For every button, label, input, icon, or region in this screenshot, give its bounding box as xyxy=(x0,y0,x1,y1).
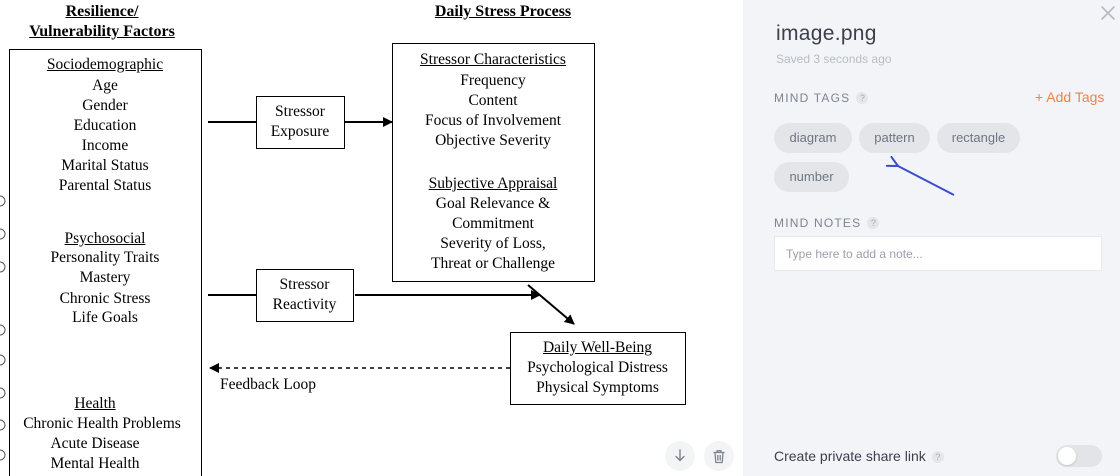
toggle-knob xyxy=(1058,447,1076,465)
socio-item: Income xyxy=(81,137,129,154)
stressor-reactivity-box: Stressor Reactivity xyxy=(256,269,354,322)
tag-chip[interactable]: rectangle xyxy=(937,123,1020,153)
tag-chip[interactable]: number xyxy=(774,162,849,192)
wellbeing-item: Psychological Distress xyxy=(527,359,668,376)
characteristics-item: Focus of Involvement xyxy=(424,112,562,129)
health-heading: Health xyxy=(74,395,116,412)
socio-item: Age xyxy=(92,77,118,94)
stressor-characteristics-box: Stressor Characteristics Frequency Conte… xyxy=(392,43,595,282)
share-link-label: Create private share link? xyxy=(774,448,944,464)
arrow-to-wellbeing xyxy=(527,284,575,325)
add-tags-button[interactable]: + Add Tags xyxy=(1035,89,1105,105)
psycho-heading: Psychosocial xyxy=(64,230,146,247)
psycho-item: Life Goals xyxy=(72,309,138,326)
daily-wellbeing-box: Daily Well-Being Psychological Distress … xyxy=(510,332,686,405)
socio-item: Gender xyxy=(82,97,128,114)
health-item: Acute Disease xyxy=(50,435,140,452)
help-icon[interactable]: ? xyxy=(931,451,944,463)
socio-heading: Sociodemographic xyxy=(46,56,164,73)
download-arrow-icon xyxy=(675,449,685,462)
feedback-loop-label: Feedback Loop xyxy=(220,376,316,393)
tag-chip[interactable]: pattern xyxy=(859,123,930,153)
health-item: Chronic Health Problems xyxy=(23,415,181,432)
image-preview: Resilience/ Vulnerability Factors Daily … xyxy=(0,2,734,476)
download-button[interactable] xyxy=(665,441,695,471)
psycho-item: Personality Traits xyxy=(50,249,160,266)
mind-tags-label: MIND TAGS? xyxy=(774,91,869,105)
share-link-text: Create private share link xyxy=(774,448,926,464)
wellbeing-heading: Daily Well-Being xyxy=(542,339,653,356)
appraisal-item: Threat or Challenge xyxy=(431,255,555,272)
appraisal-heading: Subjective Appraisal xyxy=(428,175,558,192)
stressor-exposure-box: Stressor Exposure xyxy=(256,96,345,149)
mind-notes-text: MIND NOTES xyxy=(774,216,862,230)
details-panel: image.png Saved 3 seconds ago MIND TAGS?… xyxy=(743,0,1120,476)
center-column-title: Daily Stress Process xyxy=(434,3,572,20)
left-column-title: Resilience/ Vulnerability Factors xyxy=(10,2,194,42)
mind-notes-input[interactable] xyxy=(774,236,1102,271)
wellbeing-item: Physical Symptoms xyxy=(536,379,659,396)
reactivity-line-2: Reactivity xyxy=(272,296,337,313)
mind-tags-text: MIND TAGS xyxy=(774,91,851,105)
file-title[interactable]: image.png xyxy=(776,22,877,45)
close-icon[interactable] xyxy=(1099,4,1117,22)
tag-chip[interactable]: diagram xyxy=(774,123,852,153)
appraisal-item: Goal Relevance & xyxy=(435,195,551,212)
characteristics-item: Objective Severity xyxy=(435,132,551,149)
exposure-line-1: Stressor xyxy=(275,103,325,120)
appraisal-item: Severity of Loss, xyxy=(440,235,546,252)
socio-item: Parental Status xyxy=(58,177,152,194)
help-icon[interactable]: ? xyxy=(856,92,869,104)
mind-notes-label: MIND NOTES? xyxy=(774,216,880,230)
save-status: Saved 3 seconds ago xyxy=(776,52,892,66)
exposure-line-2: Exposure xyxy=(270,123,330,140)
share-link-toggle[interactable] xyxy=(1056,445,1102,467)
socio-item: Education xyxy=(73,117,137,134)
diagram-connectors xyxy=(0,117,575,461)
reactivity-line-1: Stressor xyxy=(279,276,330,293)
health-item: Mental Health xyxy=(50,455,140,472)
characteristics-item: Frequency xyxy=(460,72,526,89)
characteristics-item: Content xyxy=(468,92,518,109)
psycho-item: Chronic Stress xyxy=(59,290,151,307)
delete-button[interactable] xyxy=(704,441,734,471)
help-icon[interactable]: ? xyxy=(867,217,880,229)
trash-icon xyxy=(713,449,725,463)
left-title-line-2: Vulnerability Factors xyxy=(29,23,175,40)
socio-item: Marital Status xyxy=(61,157,149,174)
appraisal-item: Commitment xyxy=(452,215,534,232)
left-edge-marks xyxy=(0,195,6,461)
characteristics-heading: Stressor Characteristics xyxy=(420,51,566,68)
psycho-item: Mastery xyxy=(79,269,131,286)
factors-box: Sociodemographic Age Gender Education In… xyxy=(9,49,202,476)
left-title-line-1: Resilience/ xyxy=(65,3,139,20)
